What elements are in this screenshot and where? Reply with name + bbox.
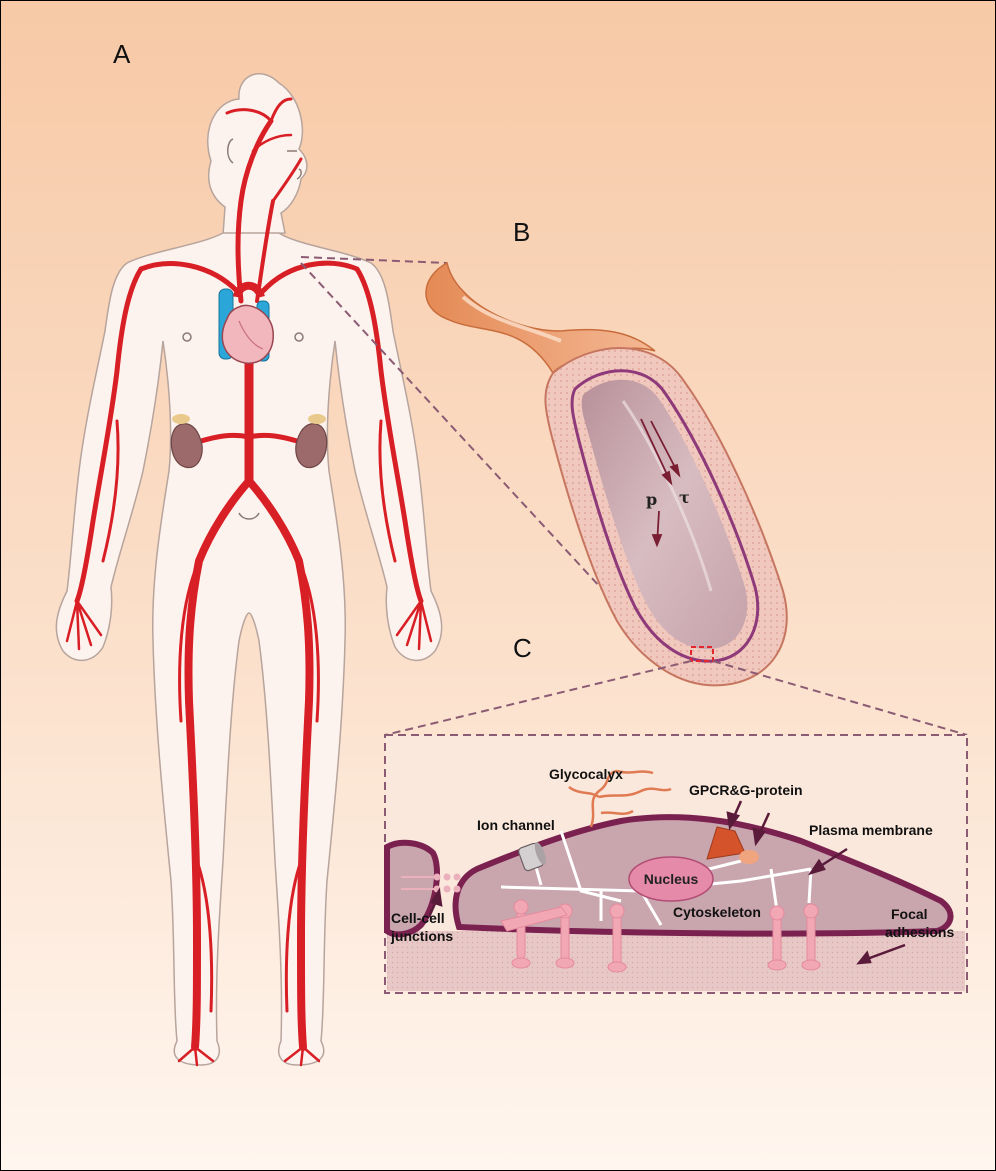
panel-label-b: B [513, 217, 530, 247]
navel [238, 512, 260, 520]
label-focal-adhesions-2: adhesions [885, 924, 954, 940]
vessel-tail [425, 261, 656, 375]
body-head [207, 73, 308, 236]
zoom-line-lower [300, 262, 614, 602]
panel-label-c: C [513, 633, 532, 663]
human-body-illustration [55, 73, 443, 1067]
label-plasma-membrane: Plasma membrane [809, 822, 933, 838]
vessel-segment-illustration: p τ [300, 256, 788, 687]
nucleus-label: Nucleus [644, 871, 699, 887]
force-arrows [640, 418, 681, 548]
nucleus [628, 856, 714, 902]
focal-adhesion [767, 905, 787, 971]
panel-label-a: A [113, 39, 131, 69]
nose [296, 168, 302, 180]
g-protein [739, 850, 759, 864]
arterial-tree [65, 97, 433, 1067]
label-glycocalyx: Glycocalyx [549, 766, 623, 782]
pressure-symbol: p [646, 490, 657, 509]
extracellular-matrix [387, 931, 965, 991]
label-cytoskeleton: Cytoskeleton [673, 904, 761, 920]
focal-adhesion [801, 903, 821, 971]
zoom-marker [690, 646, 714, 662]
heart [218, 281, 274, 364]
ear [227, 138, 234, 164]
ion-channel [518, 842, 546, 872]
vessel-lumen [581, 379, 748, 650]
label-cell-junctions-1: Cell-cell [391, 910, 445, 926]
cell-cell-junctions [401, 873, 461, 893]
label-arrows [427, 800, 906, 965]
focal-adhesion-set [500, 899, 821, 973]
gpcr [706, 826, 746, 860]
shear-stress-symbol: τ [679, 488, 690, 507]
nipple-right [294, 332, 304, 342]
zoom-line-upper [300, 256, 448, 264]
cell-illustration: Nucleus [384, 660, 968, 994]
label-focal-adhesions-1: Focal [891, 906, 928, 922]
nipple-left [182, 332, 192, 342]
focal-adhesion [607, 903, 627, 973]
zoom-line-c-left [384, 660, 692, 736]
glycocalyx [568, 769, 672, 828]
kidneys [170, 414, 328, 469]
label-ion-channel: Ion channel [477, 817, 555, 833]
label-cell-junctions-2: junctions [390, 928, 453, 944]
zoom-line-c-right [712, 660, 968, 736]
label-gpcr: GPCR&G-protein [689, 782, 803, 798]
vessel-intima [570, 369, 760, 663]
